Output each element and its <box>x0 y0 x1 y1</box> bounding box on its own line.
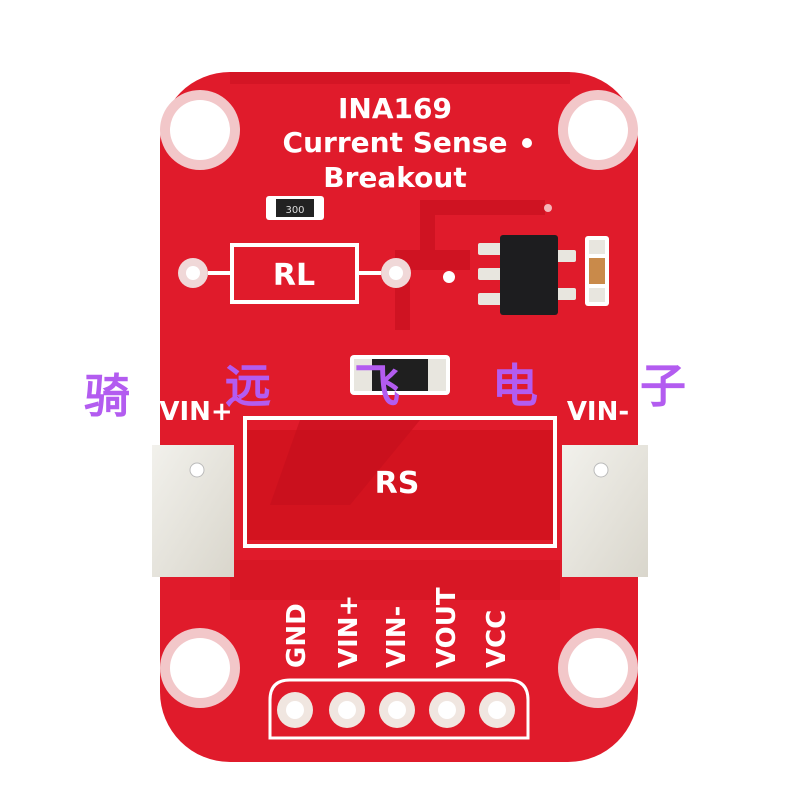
title-line-1: INA169 <box>338 92 452 125</box>
sense-resistor-footprint: RS <box>243 416 557 548</box>
terminal-right-label: VIN- <box>567 397 629 427</box>
via-icon <box>544 204 552 212</box>
header-pad <box>429 692 465 728</box>
pin-label-vcc: VCC <box>482 610 512 668</box>
mounting-hole-top-left <box>160 90 240 170</box>
mounting-hole-bottom-right <box>558 628 638 708</box>
load-resistor-label: RL <box>273 258 315 293</box>
watermark-char-5: 子 <box>640 359 686 413</box>
smd-capacitor <box>585 236 609 306</box>
mounting-hole-bottom-left <box>160 628 240 708</box>
header-pad <box>329 692 365 728</box>
via-icon <box>443 271 455 283</box>
pin-label-vin-plus: VIN+ <box>334 595 364 668</box>
pin-label-gnd: GND <box>282 603 312 668</box>
ina169-chip <box>478 235 576 315</box>
smd-resistor-mid <box>350 355 450 395</box>
watermark-char-2: 远 <box>225 359 271 413</box>
watermark-char-1: 骑 <box>84 369 130 423</box>
mounting-holes <box>160 90 638 708</box>
sense-resistor-label: RS <box>375 466 420 501</box>
pin-label-vout: VOUT <box>432 587 462 668</box>
watermark-char-3: 飞 <box>354 359 400 413</box>
header-pad <box>277 692 313 728</box>
title-line-3: Breakout <box>323 161 466 194</box>
svg-text:300: 300 <box>285 205 304 216</box>
terminal-left-label: VIN+ <box>159 397 232 427</box>
header-pad <box>479 692 515 728</box>
header-pads <box>268 678 530 740</box>
title-line-2: Current Sense <box>283 126 508 159</box>
header-pin-labels: GND VIN+ VIN- VOUT VCC <box>282 587 512 668</box>
watermark: 骑 远 飞 电 子 <box>84 359 686 423</box>
pin1-dot-icon <box>522 138 532 148</box>
pin-label-vin-minus: VIN- <box>382 606 412 668</box>
terminal-pad-right <box>562 445 648 577</box>
watermark-char-4: 电 <box>492 359 538 413</box>
smd-resistor-small: 300 <box>266 196 324 220</box>
load-resistor-footprint: RL <box>178 243 411 304</box>
terminal-pad-left <box>152 445 234 577</box>
header-pad <box>379 692 415 728</box>
mounting-hole-top-right <box>558 90 638 170</box>
board-title: INA169 Current Sense Breakout <box>283 92 532 194</box>
